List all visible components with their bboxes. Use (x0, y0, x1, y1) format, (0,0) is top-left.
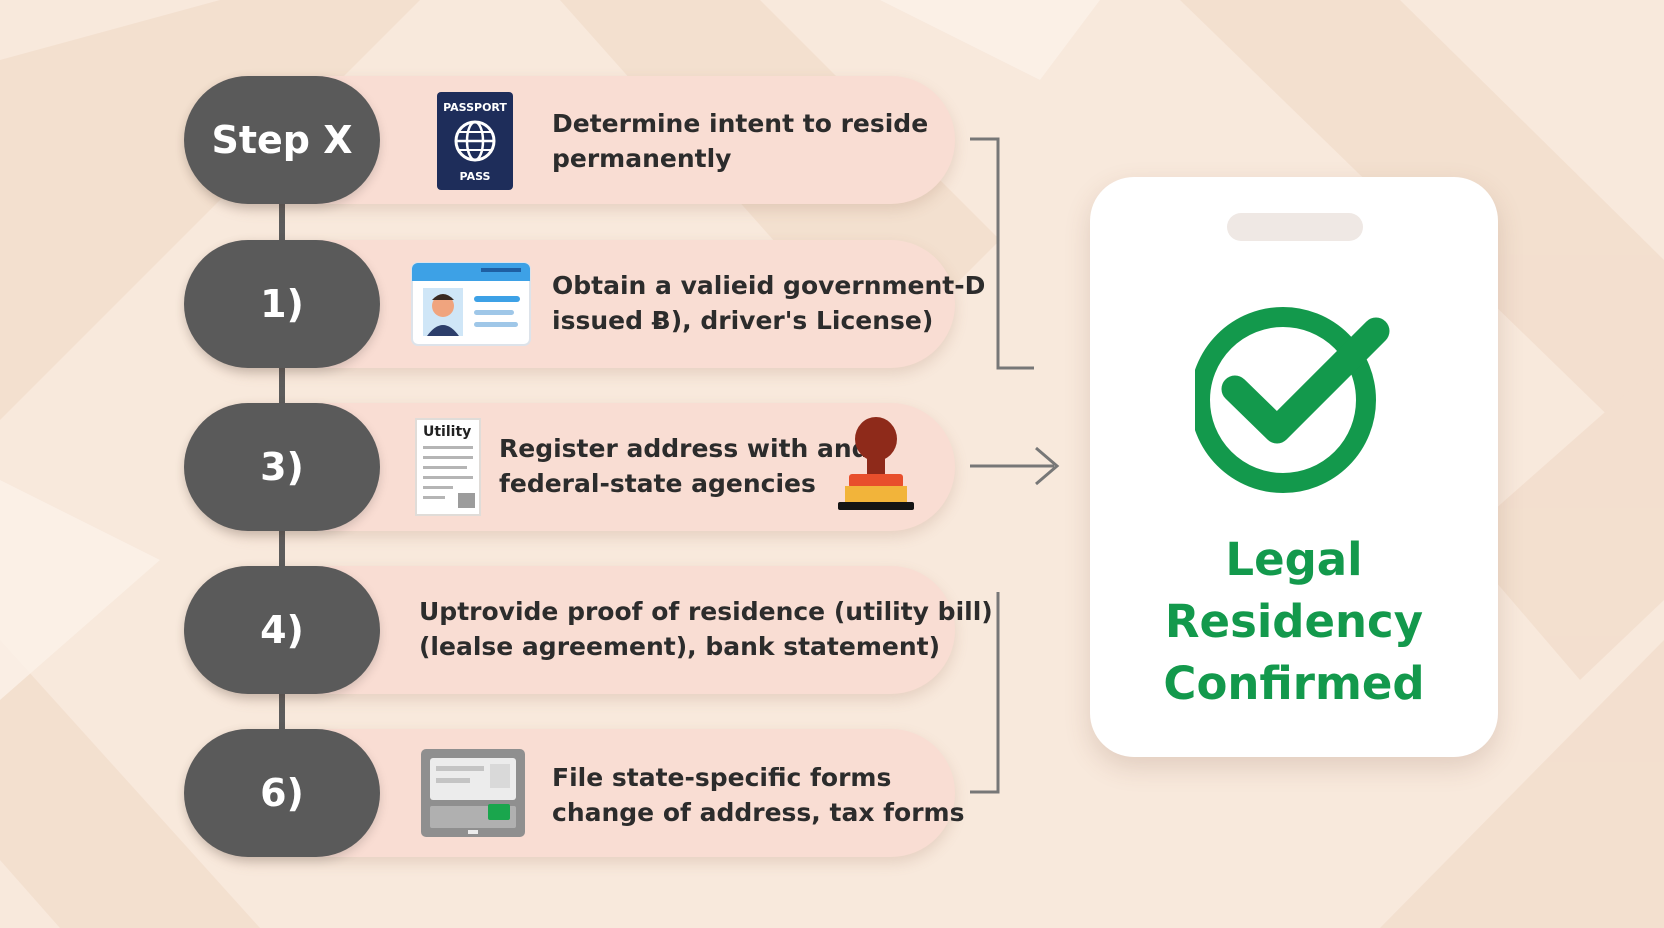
check-circle-icon (1190, 297, 1395, 501)
step-pill: Step X (184, 76, 380, 204)
step-connector (279, 363, 285, 413)
step-pill: 6) (184, 729, 380, 857)
result-title: Legal Residency Confirmed (1163, 533, 1425, 710)
step-pill: 4) (184, 566, 380, 694)
step-text: File state-specific forms change of addr… (552, 763, 965, 827)
step-connector (279, 689, 285, 739)
bank-card-icon (420, 748, 526, 842)
step-connector (279, 200, 285, 250)
stamp-icon (835, 416, 917, 518)
step-text: Determine intent to reside permanently (552, 109, 929, 173)
top-bracket (970, 137, 1034, 370)
step-text: Obtain a valieid government-D issued Ƀ),… (552, 271, 986, 335)
step-text: Uptrovide proof of residence (utility bi… (419, 597, 993, 661)
result-card: Legal Residency Confirmed (1090, 177, 1498, 757)
passport-top-label: PASSPORT (443, 101, 507, 114)
id-card-icon (411, 262, 531, 350)
utility-bill-label: Utility (423, 424, 471, 440)
bottom-bracket (970, 592, 1000, 794)
step-connector (279, 526, 285, 576)
passport-bottom-label: PASS (460, 170, 491, 183)
passport-icon: PASSPORT PASS (436, 91, 514, 195)
step-pill: 3) (184, 403, 380, 531)
badge-slot (1227, 213, 1363, 241)
flow-arrow-head (1035, 446, 1060, 486)
step-text: Register address with and federal-state … (499, 434, 870, 498)
step-pill: 1) (184, 240, 380, 368)
utility-bill-icon: Utility (415, 418, 481, 520)
